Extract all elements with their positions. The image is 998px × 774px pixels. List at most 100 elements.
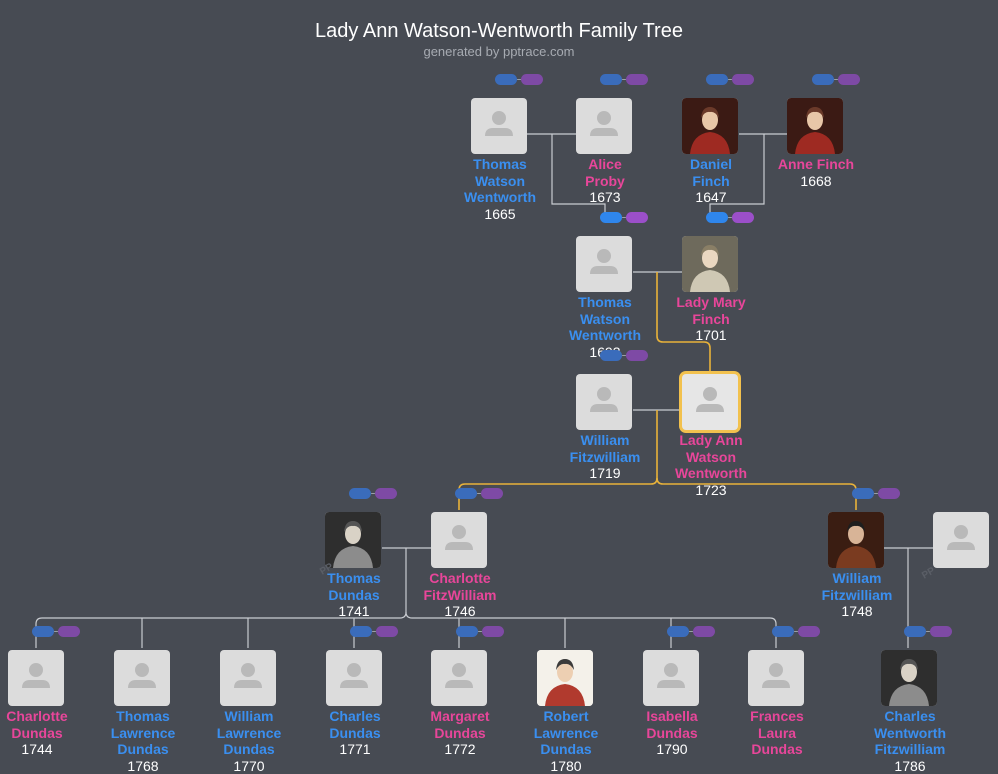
birth-year: 1668 — [800, 172, 832, 189]
expand-parents-button[interactable] — [350, 626, 372, 637]
person-placeholder-icon[interactable] — [326, 650, 382, 706]
expand-parents-button[interactable] — [706, 212, 728, 223]
portrait-photo[interactable] — [682, 98, 738, 154]
expand-parents-button[interactable] — [812, 74, 834, 85]
birth-year: 1665 — [484, 205, 516, 222]
expand-parents-button[interactable] — [772, 626, 794, 637]
person-placeholder-icon[interactable] — [220, 650, 276, 706]
expand-parents-button[interactable] — [32, 626, 54, 637]
person-placeholder-icon[interactable] — [748, 650, 804, 706]
toggle-link — [54, 631, 58, 632]
person-placeholder-icon[interactable] — [933, 512, 989, 568]
expand-parents-button[interactable] — [600, 350, 622, 361]
expand-children-button[interactable] — [930, 626, 952, 637]
person-placeholder-icon[interactable] — [431, 650, 487, 706]
expand-children-button[interactable] — [626, 212, 648, 223]
person-placeholder-icon[interactable] — [114, 650, 170, 706]
person-placeholder-icon[interactable] — [576, 374, 632, 430]
expand-parents-button[interactable] — [455, 488, 477, 499]
expand-parents-button[interactable] — [349, 488, 371, 499]
birth-year: 1770 — [233, 757, 265, 774]
expand-children-button[interactable] — [693, 626, 715, 637]
toggle-link — [477, 493, 481, 494]
toggle-link — [517, 79, 521, 80]
portrait-photo[interactable] — [787, 98, 843, 154]
birth-year: 1673 — [589, 189, 621, 205]
expand-children-button[interactable] — [376, 626, 398, 637]
portrait-photo[interactable] — [881, 650, 937, 706]
person-placeholder-icon[interactable] — [576, 236, 632, 292]
portrait-photo[interactable] — [828, 512, 884, 568]
person-placeholder-icon[interactable] — [8, 650, 64, 706]
expand-parents-button[interactable] — [495, 74, 517, 85]
expand-children-button[interactable] — [878, 488, 900, 499]
person-placeholder-icon[interactable] — [643, 650, 699, 706]
birth-year: 1723 — [695, 481, 727, 498]
page-title: Lady Ann Watson-Wentworth Family Tree — [315, 20, 683, 42]
toggle-link — [371, 493, 375, 494]
parent-line — [709, 134, 765, 214]
focus-lineage-line — [656, 272, 711, 372]
expand-children-button[interactable] — [481, 488, 503, 499]
birth-year: 1746 — [444, 603, 476, 619]
expand-children-button[interactable] — [838, 74, 860, 85]
expand-parents-button[interactable] — [600, 74, 622, 85]
person-placeholder-icon[interactable] — [682, 374, 738, 430]
expand-parents-button[interactable] — [706, 74, 728, 85]
toggle-link — [874, 493, 878, 494]
toggle-link — [689, 631, 693, 632]
birth-year: 1771 — [339, 741, 371, 757]
expand-parents-button[interactable] — [852, 488, 874, 499]
expand-children-button[interactable] — [482, 626, 504, 637]
expand-parents-button[interactable] — [904, 626, 926, 637]
page-subtitle: generated by pptrace.com — [423, 44, 575, 59]
expand-children-button[interactable] — [58, 626, 80, 637]
expand-children-button[interactable] — [798, 626, 820, 637]
expand-children-button[interactable] — [521, 74, 543, 85]
expand-children-button[interactable] — [732, 212, 754, 223]
person-name[interactable]: Frances Laura Dundas — [750, 708, 804, 757]
expand-children-button[interactable] — [626, 74, 648, 85]
expand-children-button[interactable] — [375, 488, 397, 499]
birth-year: 1790 — [656, 741, 688, 757]
expand-children-button[interactable] — [626, 350, 648, 361]
expand-children-button[interactable] — [732, 74, 754, 85]
expand-parents-button[interactable] — [667, 626, 689, 637]
expand-parents-button[interactable] — [456, 626, 478, 637]
focus-lineage-line — [656, 477, 857, 510]
person-placeholder-icon[interactable] — [471, 98, 527, 154]
person-placeholder-icon[interactable] — [431, 512, 487, 568]
birth-year: 1786 — [894, 757, 926, 774]
toggle-link — [728, 79, 732, 80]
toggle-link — [926, 631, 930, 632]
toggle-link — [372, 631, 376, 632]
person-name[interactable]: Thomas Watson Wentworth1693 — [540, 294, 670, 360]
portrait-photo[interactable] — [682, 236, 738, 292]
portrait-photo[interactable] — [537, 650, 593, 706]
toggle-link — [478, 631, 482, 632]
expand-parents-button[interactable] — [600, 212, 622, 223]
birth-year: 1772 — [444, 741, 476, 757]
person-placeholder-icon[interactable] — [576, 98, 632, 154]
portrait-photo[interactable] — [325, 512, 381, 568]
